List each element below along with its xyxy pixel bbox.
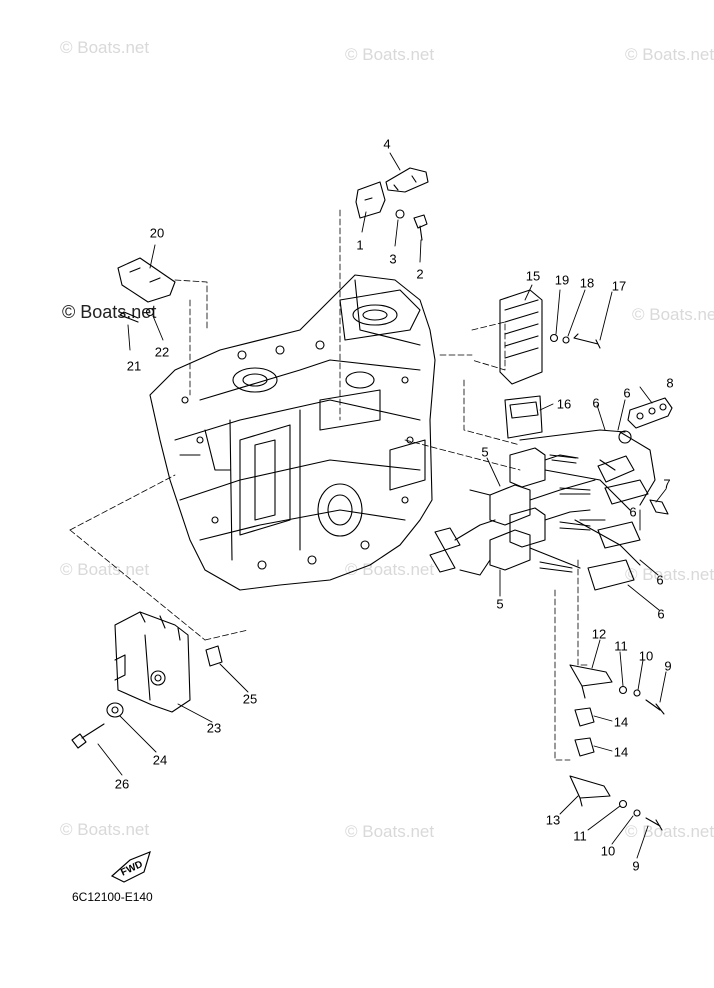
watermark-overlay: © Boats.net <box>62 302 157 322</box>
callout-6: 6 <box>629 504 637 520</box>
callout-20: 20 <box>149 225 165 241</box>
leader-lines <box>97 152 667 859</box>
callout-26: 26 <box>114 776 130 792</box>
watermark: © Boats.net <box>625 565 714 584</box>
part-24-grommet <box>106 702 124 718</box>
callout-24: 24 <box>152 752 168 768</box>
watermark: © Boats.net <box>60 560 150 579</box>
callout-3: 3 <box>389 251 397 267</box>
callout-5: 5 <box>481 444 489 460</box>
spark-plugs <box>539 454 591 573</box>
part-14-clamps <box>574 707 595 757</box>
callout-9: 9 <box>664 658 672 674</box>
part-26-bolt <box>71 723 105 749</box>
ignition-coils <box>489 447 546 571</box>
callout-14: 14 <box>613 744 629 760</box>
callout-22: 22 <box>154 344 170 360</box>
part-3-washer <box>395 209 405 219</box>
callout-18: 18 <box>579 275 595 291</box>
part-1-clip <box>355 181 386 219</box>
part-8-holder <box>627 397 673 429</box>
engine-block <box>149 274 436 591</box>
part-22-washer <box>145 307 155 317</box>
callout-6: 6 <box>592 395 600 411</box>
callout-2: 2 <box>416 266 424 282</box>
callout-6: 6 <box>656 572 664 588</box>
part-11-washer <box>618 799 628 809</box>
part-16-cover <box>504 395 543 439</box>
fwd-arrow-icon: FWD <box>110 850 151 883</box>
callout-25: 25 <box>242 691 258 707</box>
callout-13: 13 <box>545 812 561 828</box>
watermark: © Boats.net <box>60 38 150 57</box>
callout-16: 16 <box>556 396 572 412</box>
part-13-bracket <box>569 775 611 807</box>
part-17-bolt <box>573 333 601 349</box>
callout-14: 14 <box>613 714 629 730</box>
diagram-code: 6C12100-E140 <box>72 890 153 904</box>
part-19-washer <box>549 333 559 343</box>
watermark: © Boats.net <box>345 560 435 579</box>
part-9-bolt <box>645 817 663 831</box>
callout-21: 21 <box>126 358 142 374</box>
callout-9: 9 <box>632 858 640 874</box>
high-tension-leads <box>519 429 656 569</box>
callout-15: 15 <box>525 268 541 284</box>
part-12-bracket <box>569 664 613 699</box>
callout-5: 5 <box>496 596 504 612</box>
part-10-washer <box>633 809 641 817</box>
watermark: © Boats.net <box>345 822 435 841</box>
callout-7: 7 <box>663 476 671 492</box>
callout-4: 4 <box>383 136 391 152</box>
callout-8: 8 <box>666 375 674 391</box>
callout-1: 1 <box>356 237 364 253</box>
dashed-reference-lines <box>69 209 591 761</box>
part-20-bracket <box>117 257 176 303</box>
watermark: © Boats.net <box>625 822 714 841</box>
callout-12: 12 <box>591 626 607 642</box>
callout-11: 11 <box>573 828 587 844</box>
callout-6: 6 <box>657 606 665 622</box>
callout-10: 10 <box>638 648 654 664</box>
watermark: © Boats.net <box>345 45 435 64</box>
part-7-clamp <box>649 499 669 515</box>
watermark: © Boats.net <box>632 305 714 324</box>
part-9-bolt <box>645 699 665 715</box>
wire-harness <box>429 489 496 576</box>
part-23-control-unit <box>114 611 191 713</box>
watermark: © Boats.net <box>625 45 714 64</box>
part-2-bolt <box>413 214 428 241</box>
callout-23: 23 <box>206 720 222 736</box>
part-10-washer <box>633 689 641 697</box>
callout-6: 6 <box>623 385 631 401</box>
callout-19: 19 <box>554 272 570 288</box>
watermark: © Boats.net <box>60 820 150 839</box>
part-11-washer <box>618 685 628 695</box>
callout-17: 17 <box>611 278 627 294</box>
spark-plug-caps <box>587 430 649 591</box>
callout-11: 11 <box>614 638 628 654</box>
part-18-washer <box>562 336 570 344</box>
part-4-bracket <box>385 167 429 193</box>
part-21-screw <box>119 311 139 323</box>
callout-10: 10 <box>600 843 616 859</box>
part-25-collar <box>205 645 223 667</box>
part-15-rectifier <box>499 289 543 385</box>
